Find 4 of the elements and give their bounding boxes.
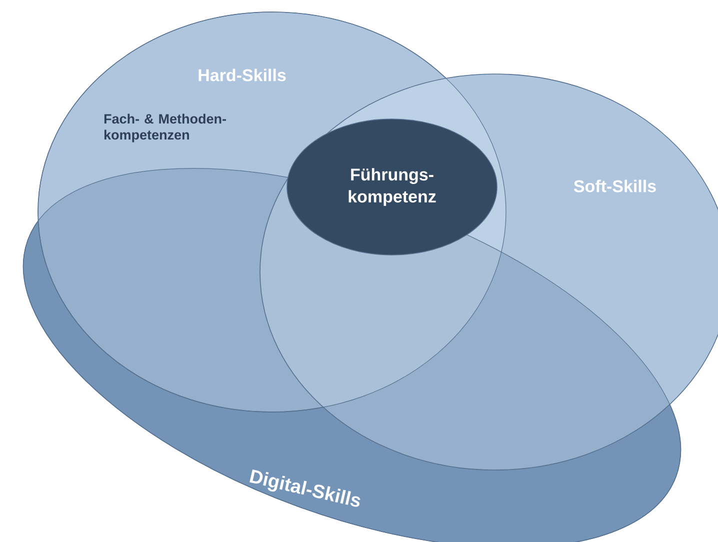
skill-label: Führungs- kompetenz — [348, 168, 436, 206]
skill-label: Hard-Skills — [198, 68, 286, 82]
skill-label: Soft-Skills — [574, 180, 656, 192]
description-text: Fach- & Methoden- kompetenzen — [104, 114, 226, 142]
